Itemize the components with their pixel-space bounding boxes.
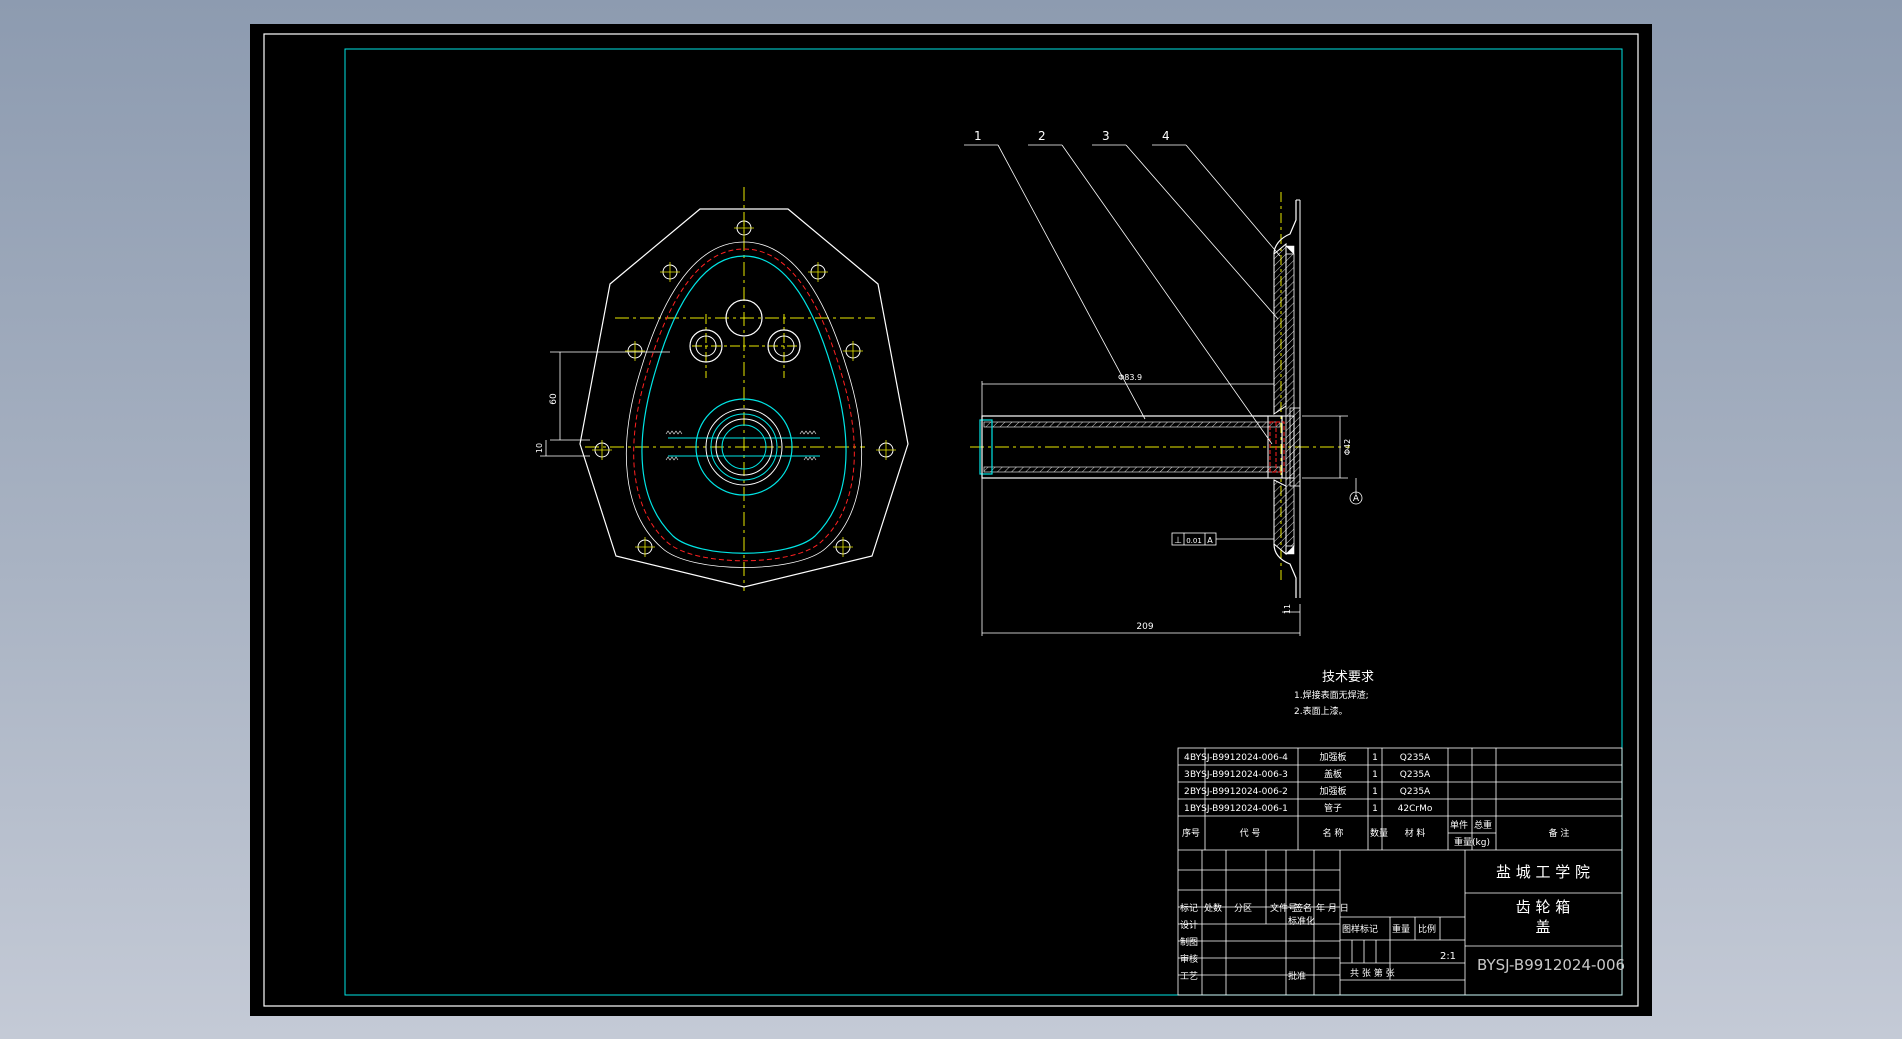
technical-requirements: 技术要求 1.焊接表面无焊渣; 2.表面上漆。 [1294, 670, 1374, 717]
part-no-4: 4 [1184, 753, 1190, 763]
school-name: 盐 城 工 学 院 [1496, 863, 1590, 881]
lbl-check: 审核 [1180, 953, 1198, 965]
dim-overall-length: 209 [1136, 622, 1153, 632]
hdr-material: 材 料 [1405, 827, 1426, 839]
tech-req-title: 技术要求 [1322, 670, 1374, 685]
lbl-approve: 批准 [1288, 970, 1306, 982]
part-material-4: Q235A [1400, 753, 1431, 763]
dim-tube-length: Φ83.9 [1118, 373, 1142, 382]
lbl-date: 年 月 日 [1316, 902, 1349, 914]
part-qty-2: 1 [1372, 787, 1378, 797]
balloon-4: 4 [1162, 129, 1170, 143]
part-no-3: 3 [1184, 770, 1190, 780]
part-material-2: Q235A [1400, 787, 1431, 797]
side-section-view: Φ83.9 209 11 Φ42 A ⊥ 0.01 A 1 2 [964, 129, 1363, 636]
dim-60: 60 [549, 393, 559, 405]
datum-label: A [1353, 494, 1360, 504]
part-qty-3: 1 [1372, 770, 1378, 780]
lbl-zone: 分区 [1234, 903, 1252, 914]
hdr-no: 序号 [1182, 827, 1200, 839]
lbl-standard: 标准化 [1288, 915, 1315, 927]
lbl-drafting: 制图 [1180, 936, 1198, 948]
part-name-1: 管子 [1324, 802, 1342, 814]
lbl-sheets: 共 张 第 张 [1350, 967, 1395, 979]
hdr-qty: 数量 [1370, 827, 1388, 839]
part-name-3: 盖板 [1324, 768, 1342, 780]
hdr-unit-weight: 单件 [1450, 819, 1468, 831]
lbl-doc-no: 文件号 [1270, 902, 1297, 914]
inner-frame [344, 48, 1623, 996]
hdr-name: 名 称 [1323, 827, 1344, 839]
tolerance-frame: ⊥ 0.01 A [1171, 532, 1274, 546]
part-name-2: 加强板 [1319, 785, 1346, 797]
part-material-1: 42CrMo [1398, 804, 1433, 814]
lbl-ratio: 比例 [1418, 923, 1436, 935]
drawing-number: BYSJ-B9912024-006 [1477, 956, 1625, 974]
part-name-4: 加强板 [1319, 751, 1346, 763]
tolerance-symbol: ⊥ [1174, 536, 1182, 546]
lbl-stage: 图样标记 [1342, 923, 1378, 935]
lbl-sign: 签名 [1294, 902, 1312, 914]
part-code-3: BYSJ-B9912024-006-3 [1190, 770, 1288, 780]
scale-value: 2:1 [1440, 951, 1456, 962]
hdr-total-weight: 总重 [1474, 819, 1492, 831]
lbl-design: 设计 [1180, 919, 1198, 931]
tolerance-datum: A [1207, 536, 1213, 545]
part-code-1: BYSJ-B9912024-006-1 [1190, 804, 1288, 814]
part-qty-1: 1 [1372, 804, 1378, 814]
outer-frame [263, 33, 1639, 1007]
lbl-count: 处数 [1204, 902, 1222, 914]
hdr-code: 代 号 [1240, 828, 1261, 839]
part-no-2: 2 [1184, 787, 1190, 797]
balloon-2: 2 [1038, 129, 1046, 143]
part-name-line-1: 齿 轮 箱 [1516, 898, 1571, 916]
cad-viewport[interactable]: 60 10 [250, 24, 1652, 1016]
hdr-weight-unit: 重量(kg) [1454, 836, 1490, 848]
dim-flange-thickness: 11 [1283, 604, 1292, 614]
dim-bore-diameter: Φ42 [1343, 439, 1352, 455]
part-no-1: 1 [1184, 804, 1190, 814]
tech-req-item-1: 1.焊接表面无焊渣; [1294, 689, 1369, 701]
dim-10: 10 [535, 443, 544, 453]
part-code-4: BYSJ-B9912024-006-4 [1190, 753, 1288, 763]
part-qty-4: 1 [1372, 753, 1378, 763]
part-material-3: Q235A [1400, 770, 1431, 780]
tolerance-value: 0.01 [1186, 537, 1202, 545]
part-name-line-2: 盖 [1535, 918, 1550, 936]
part-code-2: BYSJ-B9912024-006-2 [1190, 787, 1288, 797]
hdr-remarks: 备 注 [1549, 827, 1570, 839]
front-view: 60 10 [535, 187, 909, 591]
tech-req-item-2: 2.表面上漆。 [1294, 705, 1348, 717]
title-block: 4 BYSJ-B9912024-006-4 加强板 1 Q235A 3 BYSJ… [1177, 747, 1625, 996]
engineering-drawing: 60 10 [263, 33, 1639, 1007]
lbl-process: 工艺 [1180, 971, 1198, 982]
balloon-1: 1 [974, 129, 982, 143]
lbl-mark: 标记 [1180, 902, 1198, 914]
balloon-3: 3 [1102, 129, 1110, 143]
lbl-weight: 重量 [1392, 923, 1410, 935]
